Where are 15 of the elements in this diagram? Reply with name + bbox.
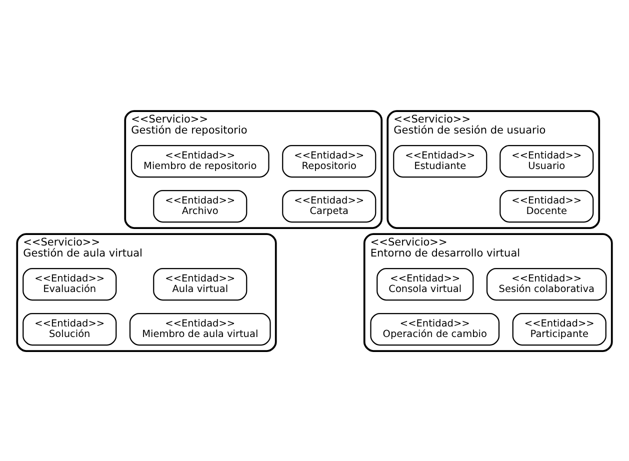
node-box: <<Entidad>> Docente [500, 189, 594, 222]
node-box: <<Entidad>> Solución [22, 312, 117, 346]
node-box: <<Entidad>> Participante [512, 312, 606, 346]
node-box: <<Entidad>> Miembro de aula virtual [129, 312, 271, 346]
node-box: <<Entidad>> Carpeta [282, 189, 376, 222]
node-box: <<Entidad>> Sesión colaborativa [486, 267, 607, 300]
node-box: <<Entidad>> Archivo [153, 189, 248, 222]
node-box: <<Entidad>> Aula virtual [153, 267, 248, 300]
node-box: <<Entidad>> Evaluación [22, 267, 117, 300]
node-box: <<Entidad>> Operación de cambio [370, 312, 500, 346]
node-box: <<Entidad>> Usuario [500, 144, 594, 178]
node-box: <<Entidad>> Repositorio [282, 144, 376, 178]
node-box: <<Entidad>> Estudiante [393, 144, 488, 178]
node-box: <<Entidad>> Miembro de repositorio [130, 144, 270, 178]
node-box: <<Entidad>> Consola virtual [376, 267, 474, 300]
